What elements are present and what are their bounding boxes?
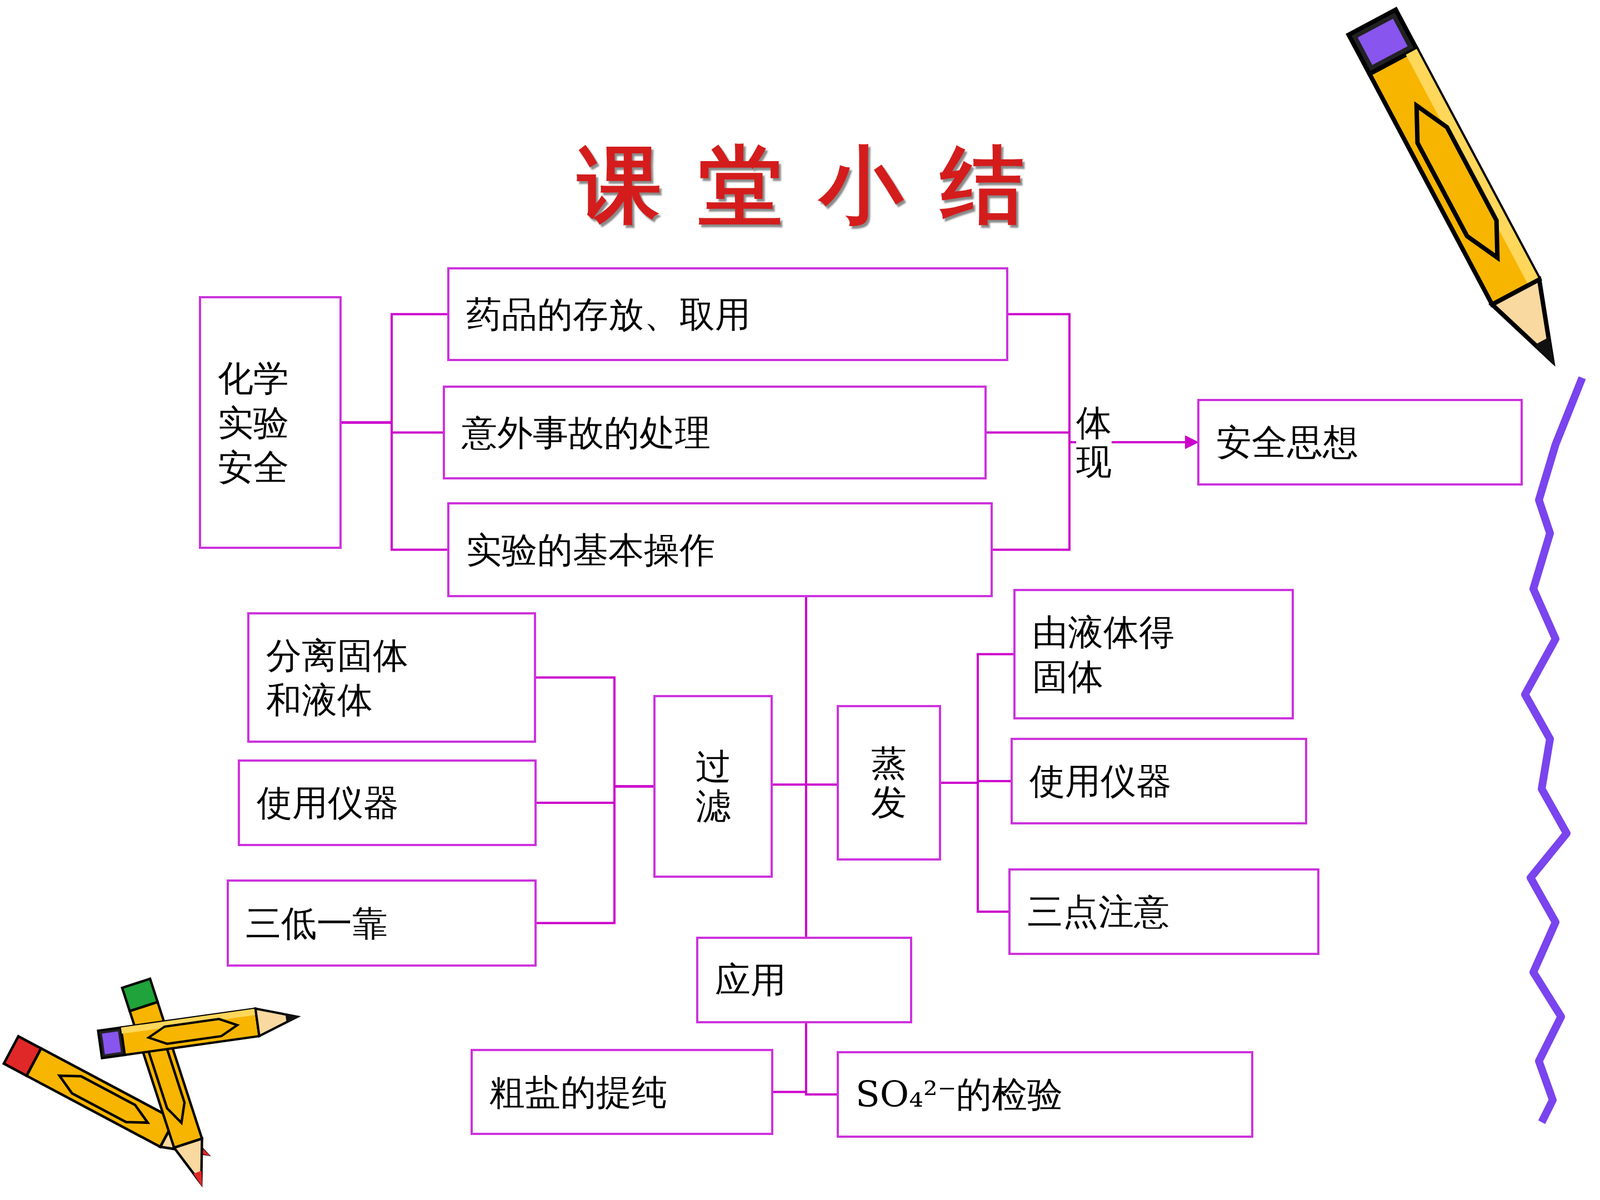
- concept-box: 药品的存放、取用: [447, 267, 1009, 362]
- concept-box: 分离固体 和液体: [247, 612, 537, 743]
- bracket-connector: [341, 314, 448, 423]
- concept-box: 使用仪器: [1010, 737, 1308, 825]
- concept-box: SO₄²⁻的检验: [836, 1051, 1254, 1138]
- bracket-connector: [773, 1023, 807, 1093]
- bracket-connector: [806, 597, 837, 785]
- box-text: 意外事故的处理: [461, 410, 711, 455]
- box-text: 实验的基本操作: [466, 527, 715, 573]
- concept-box: 化学 实验 安全: [198, 296, 342, 549]
- box-text: 分离固体 和液体: [266, 633, 427, 723]
- bracket-connector: [941, 782, 1009, 912]
- box-text: SO₄²⁻的检验: [855, 1072, 1063, 1117]
- concept-box: 蒸发: [836, 705, 942, 861]
- box-text: 安全思想: [1216, 420, 1359, 465]
- box-text: 蒸发: [871, 743, 907, 823]
- pencil-picture: [122, 978, 217, 1192]
- slide-title: 课堂小结: [577, 130, 1062, 243]
- concept-box: 安全思想: [1197, 398, 1523, 486]
- concept-box: 粗盐的提纯: [470, 1048, 774, 1135]
- box-text: 由液体得 固体: [1032, 610, 1193, 699]
- bracket-connector: [806, 1023, 837, 1095]
- box-text: 使用仪器: [1029, 758, 1172, 804]
- bracket-connector: [536, 786, 654, 924]
- edge-label: 体现: [1076, 403, 1112, 482]
- bracket-connector: [536, 677, 654, 787]
- box-text: 化学 实验 安全: [217, 356, 300, 490]
- pencil-picture: [1348, 9, 1579, 378]
- bracket-connector: [805, 597, 808, 937]
- box-text: 过滤: [695, 747, 732, 826]
- concept-box: 过滤: [653, 695, 773, 878]
- concept-box: 使用仪器: [237, 759, 537, 847]
- concept-box: 三点注意: [1008, 868, 1320, 955]
- bracket-connector: [341, 422, 448, 550]
- concept-box: 应用: [696, 936, 913, 1024]
- bracket-connector: [772, 597, 807, 785]
- concept-box: 由液体得 固体: [1013, 588, 1294, 720]
- box-text: 药品的存放、取用: [466, 292, 751, 337]
- concept-box: 意外事故的处理: [442, 385, 987, 480]
- box-text: 三低一靠: [245, 901, 388, 946]
- box-text: 粗盐的提纯: [489, 1070, 668, 1115]
- bracket-connector: [941, 654, 1014, 784]
- box-text: 使用仪器: [256, 780, 399, 825]
- box-text: 三点注意: [1027, 889, 1170, 934]
- box-text: 应用: [715, 957, 787, 1003]
- wavy-line: [1525, 377, 1583, 1123]
- concept-box: 三低一靠: [226, 879, 537, 967]
- bracket-connector: [536, 786, 654, 804]
- pencil-picture: [98, 1002, 303, 1059]
- concept-box: 实验的基本操作: [447, 502, 993, 598]
